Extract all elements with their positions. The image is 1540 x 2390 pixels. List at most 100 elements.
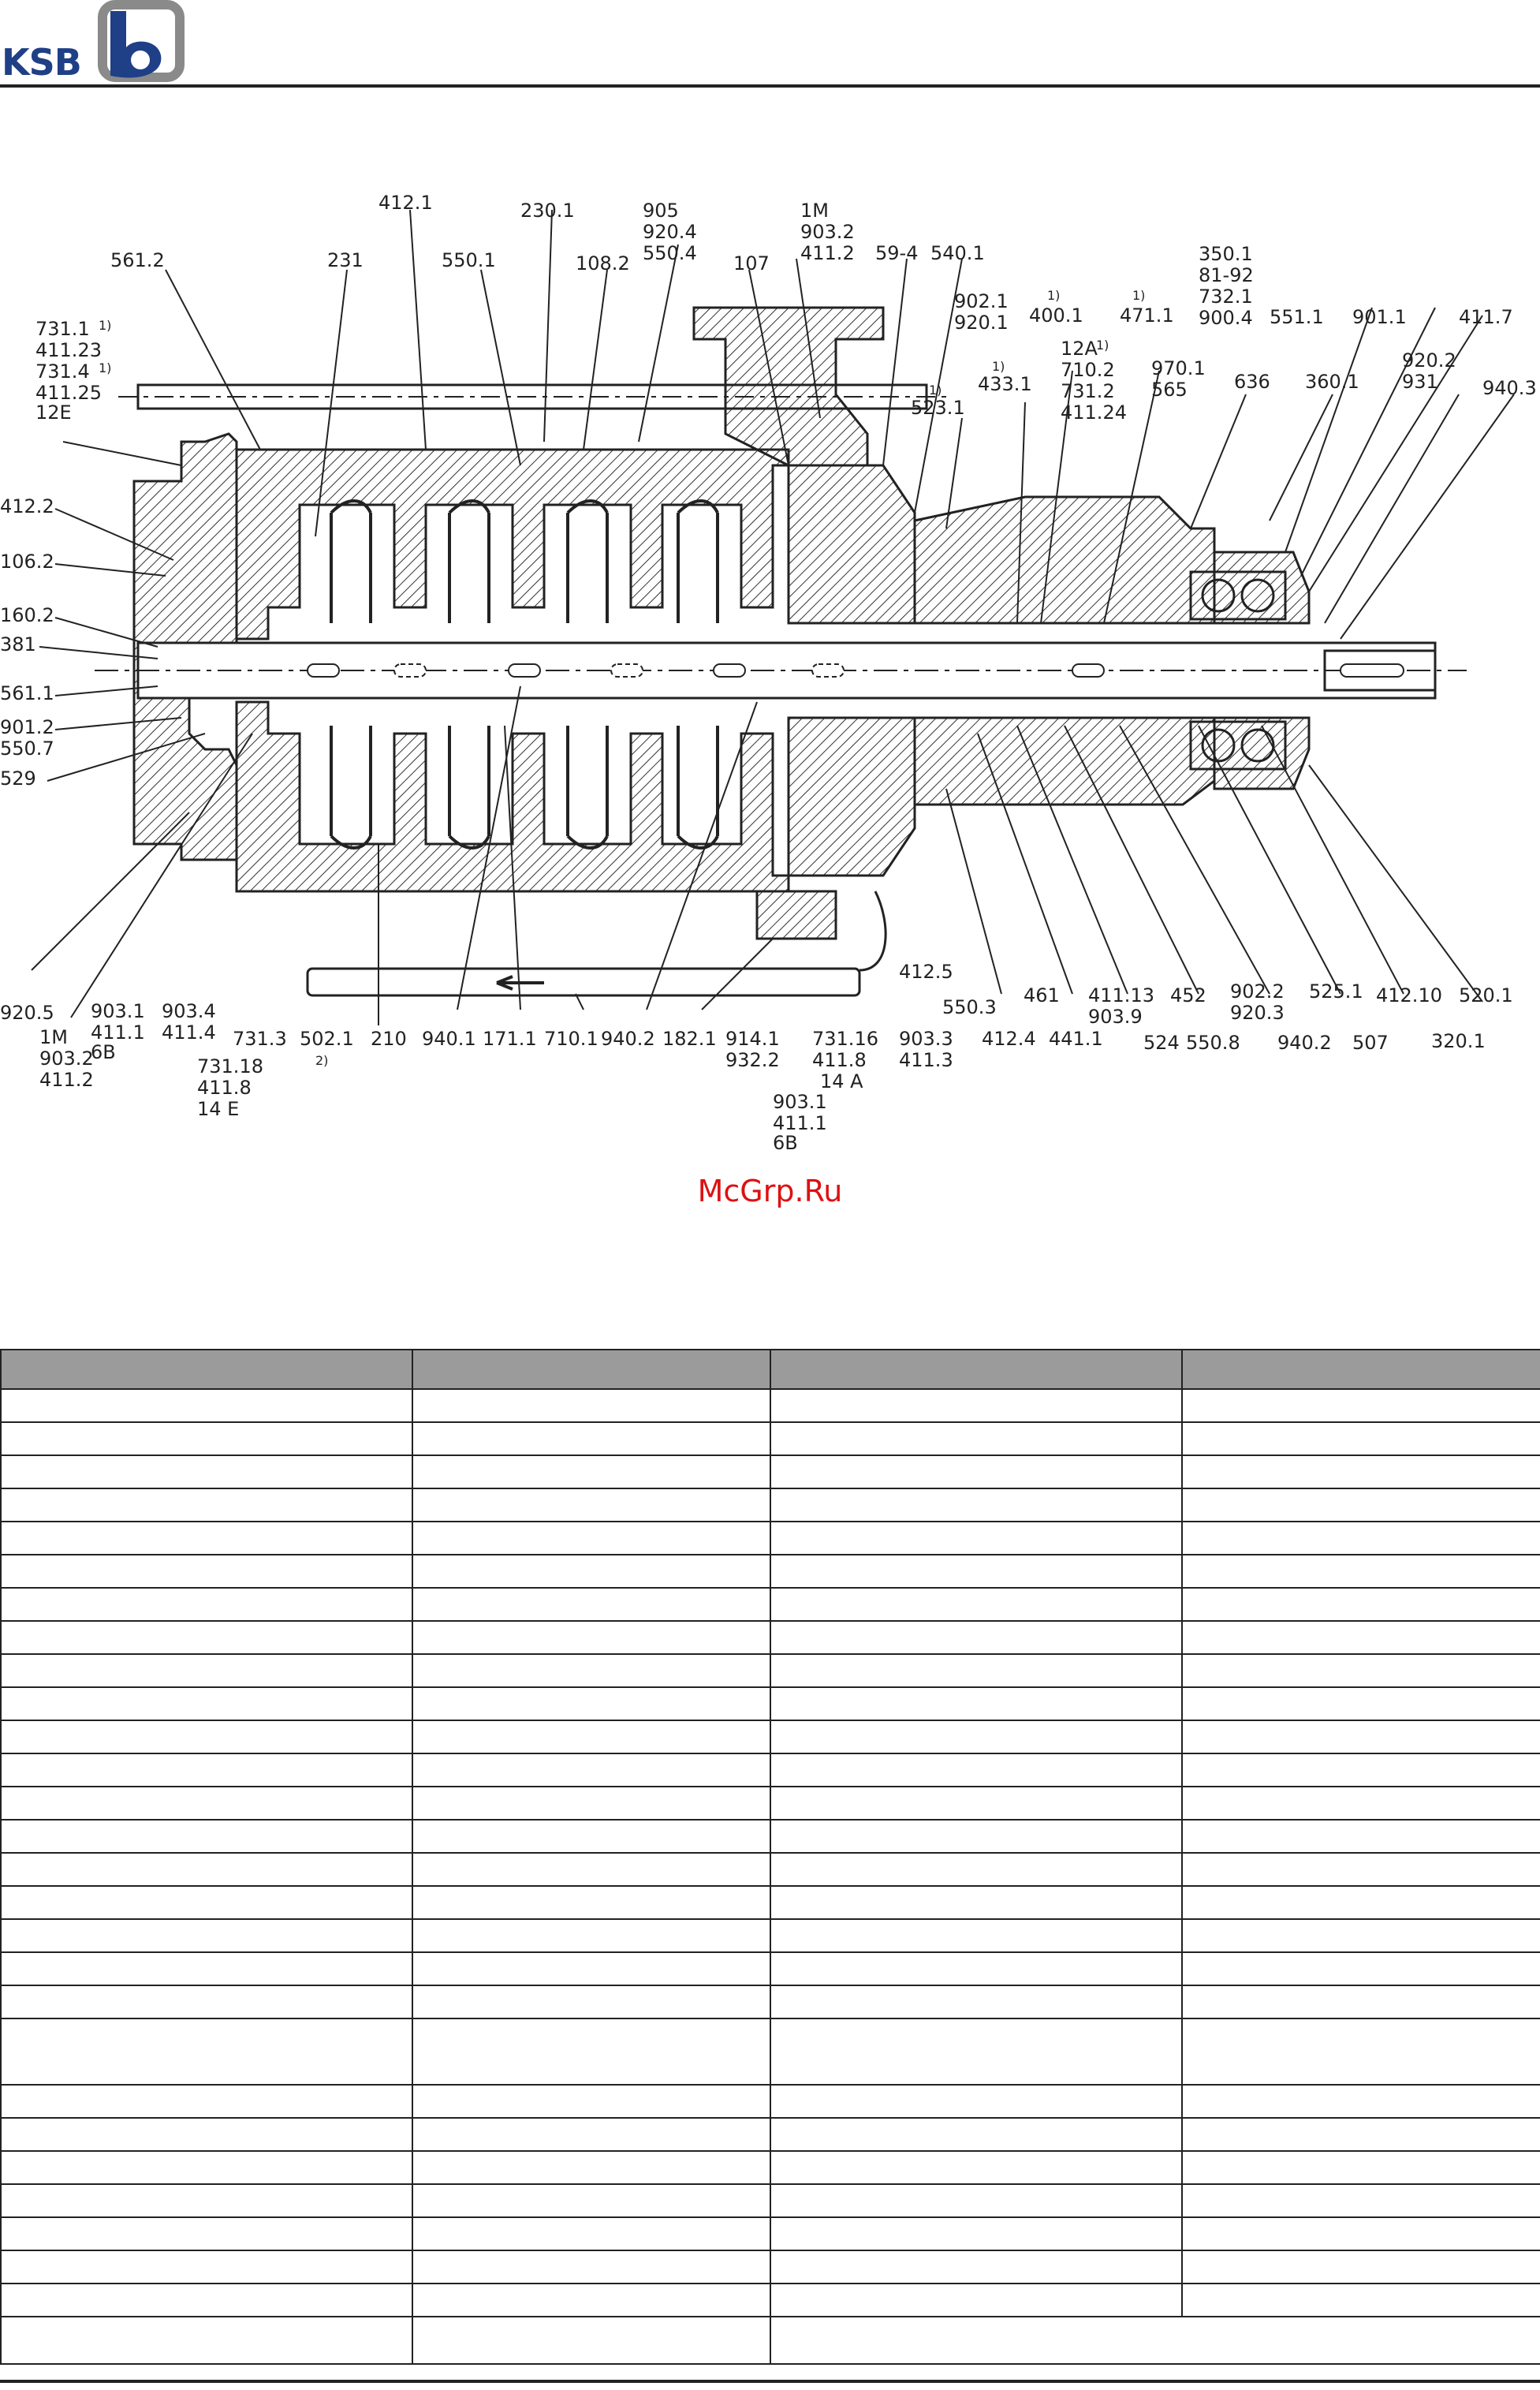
ksb-logo: KSB [0, 0, 189, 87]
label: 550.4 [643, 242, 697, 264]
ksb-logo-mark [98, 0, 185, 82]
table-cell [0, 1852, 413, 1887]
table-cell [1181, 2183, 1540, 2218]
table-row [0, 1753, 1540, 1787]
label: 940.3 [1482, 377, 1537, 399]
table-cell [412, 1985, 771, 2019]
label: 6B [91, 1041, 116, 1063]
label: 1) [1047, 288, 1060, 303]
label: 411.13 [1088, 984, 1154, 1006]
table-cell [1181, 1951, 1540, 1986]
label: 920.1 [954, 312, 1009, 334]
table-cell [770, 1587, 1183, 1622]
table-row [0, 2117, 1540, 2152]
table-cell [0, 1388, 413, 1423]
table-cell [0, 1488, 413, 1522]
table-cell [0, 2250, 413, 2284]
label: 920.5 [0, 1002, 54, 1024]
table-cell [1181, 2018, 1540, 2086]
table-cell [1181, 1554, 1540, 1589]
label: 1) [99, 318, 111, 333]
label: 1) [1096, 338, 1109, 353]
table-cell [1181, 1720, 1540, 1754]
table-row [0, 1885, 1540, 1920]
table-cell [412, 1951, 771, 1986]
table-cell [412, 1720, 771, 1754]
table-cell [770, 2018, 1183, 2086]
label: 360.1 [1305, 371, 1359, 393]
table-cell [0, 2183, 413, 2218]
table-row [0, 2216, 1540, 2251]
label: 905 [643, 200, 679, 222]
table-header-cell [770, 1349, 1183, 1390]
table-cell [1181, 1786, 1540, 1821]
table-cell [770, 1421, 1183, 1456]
label: 550.8 [1186, 1032, 1240, 1054]
table-cell [412, 1620, 771, 1655]
table-row [0, 2250, 1540, 2284]
table-cell [770, 1786, 1183, 1821]
table-row [0, 2316, 1540, 2365]
table-cell [0, 2283, 413, 2317]
label: 524 [1143, 1032, 1180, 1054]
table-cell [770, 2150, 1183, 2185]
table-cell [1181, 1885, 1540, 1920]
table-cell [0, 1951, 413, 1986]
label: 940.2 [601, 1028, 655, 1050]
label: 914.1 [725, 1028, 780, 1050]
label: 412.1 [378, 192, 433, 214]
label: 920.3 [1230, 1002, 1285, 1024]
table-cell [1181, 2283, 1540, 2317]
label: 106.2 [0, 551, 54, 573]
table-cell [770, 2216, 1183, 2251]
table-cell [1181, 2117, 1540, 2152]
table-row [0, 1488, 1540, 1522]
label: 903.4 [162, 1000, 216, 1022]
label: 12A [1061, 338, 1098, 360]
label: 400.1 [1029, 304, 1083, 327]
label: 523.1 [911, 397, 965, 419]
table-cell [0, 1885, 413, 1920]
table-cell [0, 1653, 413, 1688]
table-cell [770, 1985, 1183, 2019]
label: 441.1 [1049, 1028, 1103, 1050]
table-cell [1181, 1653, 1540, 1688]
table-cell [1181, 1852, 1540, 1887]
table-cell [0, 1686, 413, 1721]
table-cell [412, 2316, 771, 2365]
table-row [0, 1819, 1540, 1854]
label: 931 [1402, 371, 1438, 393]
table-cell [770, 1488, 1183, 1522]
label: 940.1 [422, 1028, 476, 1050]
table-cell [1181, 1388, 1540, 1423]
table-cell [770, 1951, 1183, 1986]
table-row [0, 1951, 1540, 1986]
label: 381 [0, 633, 36, 655]
pump-shaft [95, 641, 1467, 700]
table-row [0, 2150, 1540, 2185]
table-cell [1181, 1455, 1540, 1489]
table-row [0, 1521, 1540, 1555]
label: 320.1 [1431, 1030, 1486, 1052]
label: 502.1 [300, 1028, 354, 1050]
table-cell [1181, 1985, 1540, 2019]
table-header-cell [0, 1349, 413, 1390]
label: 411.25 [35, 382, 102, 404]
label: 710.2 [1061, 359, 1115, 381]
pump-sectional-drawing: 412.1 230.1 905 920.4 550.4 1M 903.2 411… [0, 192, 1537, 1152]
table-row [0, 1620, 1540, 1655]
label: 940.2 [1277, 1032, 1332, 1054]
label: 14 A [820, 1070, 863, 1092]
table-row [0, 2018, 1540, 2086]
table-cell [770, 1388, 1183, 1423]
leader-lines [31, 209, 1515, 1025]
label: 411.8 [812, 1049, 867, 1071]
table-row [0, 1918, 1540, 1953]
table-cell [412, 1686, 771, 1721]
table-cell [0, 1554, 413, 1589]
label: 12E [35, 401, 72, 424]
label: 901.2 [0, 716, 54, 738]
table-cell [412, 1488, 771, 1522]
label: 732.1 [1199, 286, 1253, 308]
label: 903.1 [91, 1000, 145, 1022]
